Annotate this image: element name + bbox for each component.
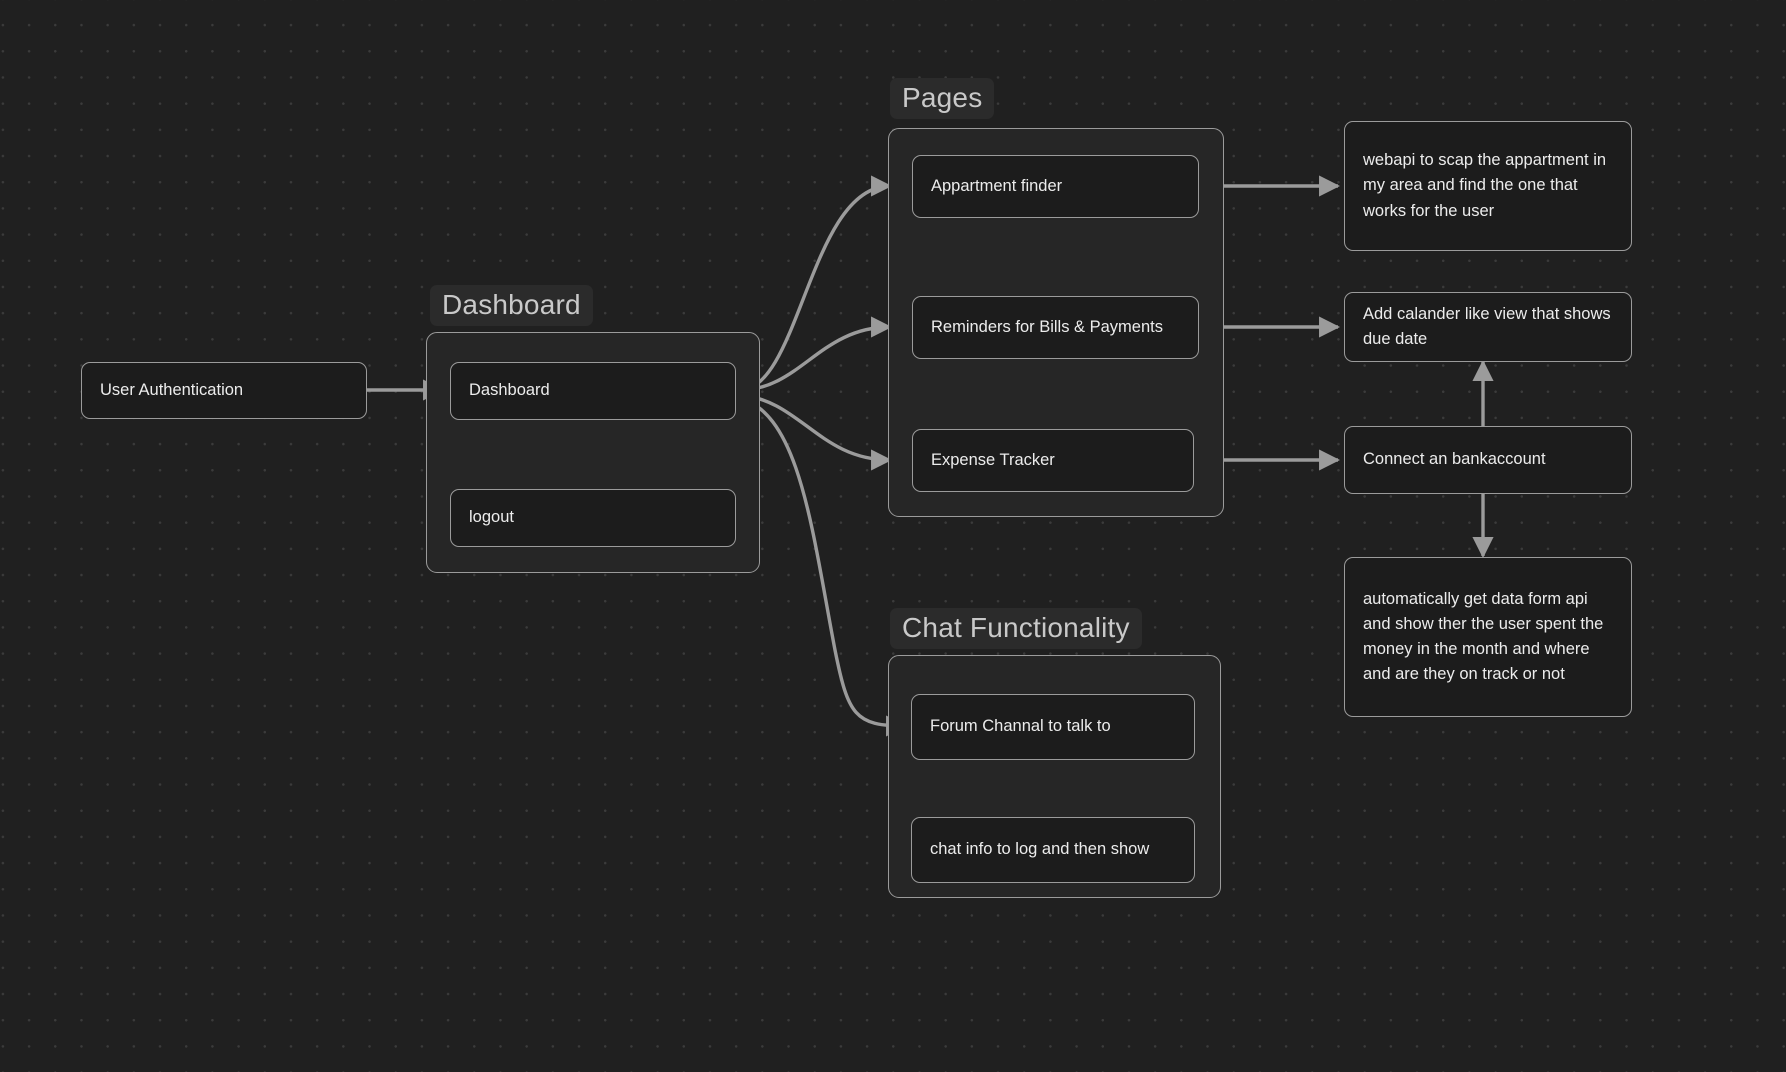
node-reminders-bills-payments[interactable]: Reminders for Bills & Payments xyxy=(912,296,1199,359)
node-chat-info-log[interactable]: chat info to log and then show xyxy=(911,817,1195,883)
node-dashboard[interactable]: Dashboard xyxy=(450,362,736,420)
node-expense-tracker[interactable]: Expense Tracker xyxy=(912,429,1194,492)
edge-dashboard-expense xyxy=(739,393,893,471)
node-user-authentication[interactable]: User Authentication xyxy=(81,362,367,419)
node-label-calendar-view-note: Add calander like view that shows due da… xyxy=(1363,304,1611,348)
node-forum-channal[interactable]: Forum Channal to talk to xyxy=(911,694,1195,760)
node-label-appartment-finder: Appartment finder xyxy=(931,176,1063,195)
node-label-expense-tracker: Expense Tracker xyxy=(931,450,1055,469)
node-auto-get-data-note[interactable]: automatically get data form api and show… xyxy=(1344,557,1632,717)
cluster-label-pages: Pages xyxy=(890,78,995,120)
node-logout[interactable]: logout xyxy=(450,489,736,547)
node-label-user-authentication: User Authentication xyxy=(100,380,244,399)
node-label-webapi-scrape-note: webapi to scap the appartment in my area… xyxy=(1363,151,1607,220)
node-appartment-finder[interactable]: Appartment finder xyxy=(912,155,1199,218)
node-connect-bankaccount[interactable]: Connect an bankaccount xyxy=(1344,426,1632,494)
node-label-connect-bankaccount: Connect an bankaccount xyxy=(1363,450,1546,469)
node-label-logout: logout xyxy=(469,508,514,527)
node-label-forum-channal: Forum Channal to talk to xyxy=(930,717,1111,736)
node-label-dashboard: Dashboard xyxy=(469,381,550,400)
cluster-label-chat-functionality: Chat Functionality xyxy=(890,608,1142,650)
node-label-chat-info-log: chat info to log and then show xyxy=(930,840,1150,859)
node-calendar-view-note[interactable]: Add calander like view that shows due da… xyxy=(1344,292,1632,362)
node-label-auto-get-data-note: automatically get data form api and show… xyxy=(1363,589,1604,684)
edge-dashboard-reminders xyxy=(739,316,893,392)
node-label-reminders-bills-payments: Reminders for Bills & Payments xyxy=(931,317,1163,336)
cluster-label-dashboard: Dashboard xyxy=(430,285,593,327)
node-webapi-scrape-note[interactable]: webapi to scap the appartment in my area… xyxy=(1344,121,1632,251)
edge-dashboard-appartment xyxy=(739,175,893,392)
edge-dashboard-forum xyxy=(739,396,908,737)
